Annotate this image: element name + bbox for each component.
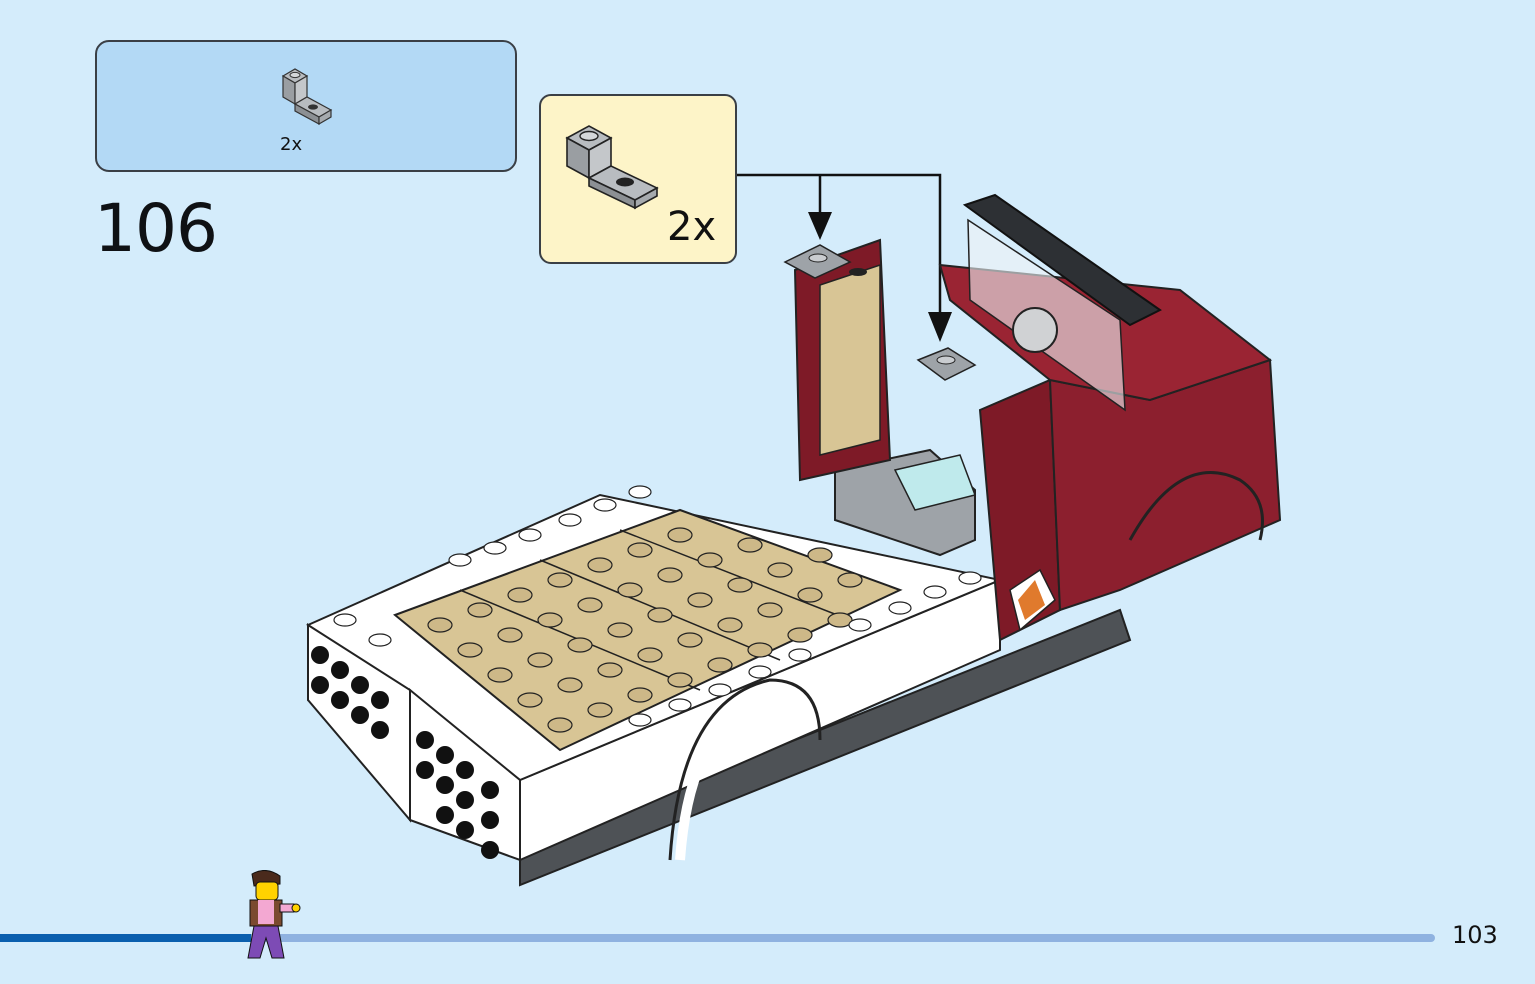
sub-step-callout: 2x [539, 94, 737, 264]
page-number: 103 [1452, 921, 1498, 949]
callout-quantity: 2x [667, 204, 717, 250]
parts-list-box: 2x [95, 40, 517, 172]
arrow-head-left [808, 212, 832, 240]
gray-bracket-plate-icon [565, 125, 659, 210]
gray-bracket-plate-icon [281, 68, 333, 126]
step-number: 106 [94, 190, 218, 267]
parts-quantity: 2x [280, 134, 303, 155]
progress-fill [0, 934, 252, 942]
minifigure-walker-icon [247, 870, 301, 959]
progress-track [0, 934, 1435, 942]
arrow-head-right [928, 312, 952, 342]
